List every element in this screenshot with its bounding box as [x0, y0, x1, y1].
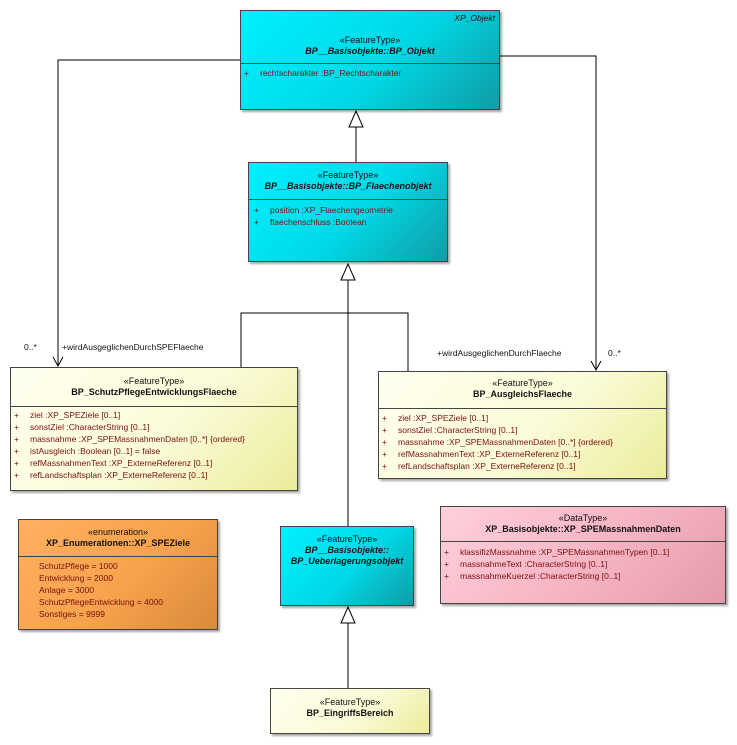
- enum-value-row: Entwicklung = 2000: [39, 573, 113, 583]
- attribute-row: +massnahmeKuerzel :CharacterString [0..1…: [444, 571, 621, 581]
- datatype-xp-spemassnahmendaten-attributes: +klassifizMassnahme :XP_SPEMassnahmenTyp…: [441, 546, 725, 582]
- class-bp-ueberlagerungsobjekt-name-line1: BP__Basisobjekte::: [304, 545, 390, 555]
- class-bp-ausgleichsflaeche-attributes: +ziel :XP_SPEZiele [0..1] +sonstZiel :Ch…: [379, 412, 666, 472]
- attribute-row: +istAusgleich :Boolean [0..1] = false: [14, 446, 161, 456]
- class-bp-flaechenobjekt-attributes: +position :XP_Flaechengeometrie +flaeche…: [249, 204, 447, 228]
- attribute-row: +ziel :XP_SPEZiele [0..1]: [14, 410, 121, 420]
- attribute-row: +position :XP_Flaechengeometrie: [254, 205, 393, 215]
- attribute-row: +ziel :XP_SPEZiele [0..1]: [382, 413, 489, 423]
- class-bp-schutzpflege[interactable]: «FeatureType» BP_SchutzPflegeEntwicklung…: [10, 367, 298, 491]
- class-bp-ueberlagerungsobjekt[interactable]: «FeatureType» BP__Basisobjekte:: BP_Uebe…: [280, 526, 414, 606]
- generalization-ausgleich-line: [348, 312, 409, 371]
- class-bp-schutzpflege-stereotype: «FeatureType»: [123, 376, 185, 386]
- attribute-row: +sonstZiel :CharacterString [0..1]: [382, 425, 518, 435]
- enum-value-row: Sonstiges = 9999: [39, 609, 105, 619]
- class-bp-objekt-separator: [241, 63, 499, 64]
- class-bp-flaechenobjekt-stereotype: «FeatureType»: [317, 170, 379, 180]
- datatype-xp-spemassnahmendaten-separator: [441, 541, 725, 542]
- class-bp-eingriffsbereich-stereotype: «FeatureType»: [319, 697, 381, 707]
- class-bp-ausgleichsflaeche-name: BP_AusgleichsFlaeche: [472, 389, 573, 399]
- enum-value-row: SchutzPflegeEntwicklung = 4000: [39, 597, 164, 607]
- class-bp-objekt-stereotype: «FeatureType»: [339, 35, 401, 45]
- association-right-line: [500, 55, 597, 370]
- enum-value-row: SchutzPflege = 1000: [39, 561, 118, 571]
- class-bp-flaechenobjekt-name: BP__Basisobjekte::BP_Flaechenobjekt: [264, 181, 432, 191]
- class-bp-objekt-attributes: +rechtscharakter :BP_Rechtscharakter: [241, 67, 499, 79]
- association-left-arrow: [52, 356, 64, 368]
- association-right-arrow: [590, 360, 602, 372]
- attribute-row: +rechtscharakter :BP_Rechtscharakter: [244, 68, 402, 78]
- class-bp-schutzpflege-separator: [11, 406, 297, 407]
- class-bp-eingriffsbereich-name: BP_EingriffsBereich: [306, 708, 394, 718]
- class-bp-ueberlagerungsobjekt-name-line2: BP_Ueberlagerungsobjekt: [290, 556, 404, 566]
- attribute-row: +refMassnahmenText :XP_ExterneReferenz […: [382, 449, 581, 459]
- datatype-xp-spemassnahmendaten[interactable]: «DataType» XP_Basisobjekte::XP_SPEMassna…: [440, 506, 726, 604]
- attribute-row: +klassifizMassnahme :XP_SPEMassnahmenTyp…: [444, 547, 670, 557]
- generalization-schutzpflege-line: [240, 312, 348, 367]
- class-bp-ueberlagerungsobjekt-stereotype: «FeatureType»: [316, 534, 378, 544]
- enum-xp-speziele-separator: [19, 556, 217, 557]
- attribute-row: +flaechenschluss :Boolean: [254, 217, 367, 227]
- enum-xp-speziele-name: XP_Enumerationen::XP_SPEZiele: [45, 538, 191, 548]
- attribute-row: +refLandschaftsplan :XP_ExterneReferenz …: [14, 470, 208, 480]
- datatype-xp-spemassnahmendaten-name: XP_Basisobjekte::XP_SPEMassnahmenDaten: [485, 524, 681, 534]
- association-left-line: [57, 59, 240, 366]
- enum-xp-speziele[interactable]: «enumeration» XP_Enumerationen::XP_SPEZi…: [18, 519, 218, 630]
- left-multiplicity-label: 0..*: [24, 342, 37, 352]
- class-bp-schutzpflege-name: BP_SchutzPflegeEntwicklungsFlaeche: [71, 387, 237, 397]
- attribute-row: +massnahme :XP_SPEMassnahmenDaten [0..*]…: [382, 437, 613, 447]
- left-role-label: +wirdAusgeglichenDurchSPEFlaeche: [62, 342, 204, 352]
- class-bp-ausgleichsflaeche-stereotype: «FeatureType»: [492, 378, 553, 388]
- enum-xp-speziele-stereotype: «enumeration»: [87, 527, 149, 537]
- right-multiplicity-label: 0..*: [608, 348, 621, 358]
- enum-value-row: Anlage = 3000: [39, 585, 95, 595]
- enum-xp-speziele-values: SchutzPflege = 1000 Entwicklung = 2000 A…: [19, 560, 217, 620]
- attribute-row: +refLandschaftsplan :XP_ExterneReferenz …: [382, 461, 576, 471]
- class-bp-ausgleichsflaeche-separator: [379, 408, 666, 409]
- right-role-label: +wirdAusgeglichenDurchFlaeche: [437, 348, 562, 358]
- class-bp-flaechenobjekt-separator: [249, 199, 447, 200]
- class-bp-flaechenobjekt[interactable]: «FeatureType» BP__Basisobjekte::BP_Flaec…: [248, 162, 448, 262]
- class-bp-objekt-name: BP__Basisobjekte::BP_Objekt: [305, 46, 435, 56]
- datatype-xp-spemassnahmendaten-stereotype: «DataType»: [558, 513, 608, 523]
- class-bp-objekt-parent-label: XP_Objekt: [454, 13, 495, 23]
- generalization-arrowhead-ueberlagerung: [340, 605, 356, 624]
- generalization-arrowhead-objekt: [348, 109, 364, 128]
- generalization-arrowhead-flaechenobjekt: [340, 262, 356, 281]
- class-bp-objekt[interactable]: XP_Objekt «FeatureType» BP__Basisobjekte…: [240, 10, 500, 110]
- attribute-row: +massnahmeText :CharacterString [0..1]: [444, 559, 608, 569]
- class-bp-eingriffsbereich[interactable]: «FeatureType» BP_EingriffsBereich: [270, 688, 430, 734]
- attribute-row: +sonstZiel :CharacterString [0..1]: [14, 422, 150, 432]
- class-bp-ausgleichsflaeche[interactable]: «FeatureType» BP_AusgleichsFlaeche +ziel…: [378, 371, 667, 479]
- attribute-row: +massnahme :XP_SPEMassnahmenDaten [0..*]…: [14, 434, 245, 444]
- attribute-row: +refMassnahmenText :XP_ExterneReferenz […: [14, 458, 213, 468]
- class-bp-schutzpflege-attributes: +ziel :XP_SPEZiele [0..1] +sonstZiel :Ch…: [11, 409, 297, 481]
